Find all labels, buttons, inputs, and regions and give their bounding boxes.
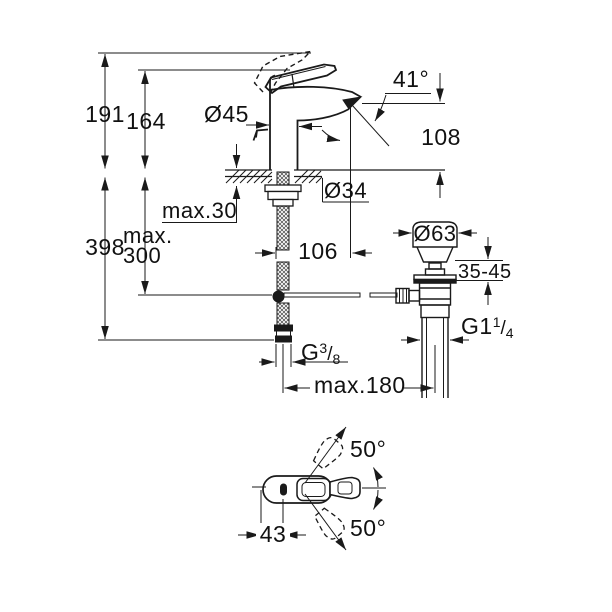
water-stream-line — [351, 104, 390, 147]
dim-supply-thread: G3/8 — [301, 339, 341, 367]
waste-thread-slash: / — [500, 318, 506, 339]
handle-rotated-up-dashed — [312, 437, 344, 470]
dimension-lines — [98, 52, 503, 551]
rod-ball-joint — [272, 290, 285, 303]
dim-hole-diameter: Ø34 — [324, 178, 368, 203]
faucet-lever-raised-dashed — [253, 50, 313, 95]
supply-thread-sup: 3 — [319, 340, 328, 356]
dim-overall-height: 191 — [85, 101, 125, 127]
faucet-aerator — [342, 96, 363, 110]
pop-up-rod — [272, 290, 398, 303]
handle-rotated-down-dashed — [313, 507, 345, 540]
faucet-spout-top — [269, 85, 362, 98]
faucet-spout-underside — [296, 108, 350, 170]
dim-hose-reach-line2: 300 — [123, 243, 162, 268]
supply-thread-base: G — [301, 339, 320, 365]
dim-hose-reach: max. 300 — [123, 223, 173, 268]
side-view-faucet — [252, 50, 363, 170]
dim-total-height: 398 — [85, 234, 125, 260]
dim-handle-swing-upper: 50° — [350, 436, 387, 462]
waste-thread-base: G1 — [461, 313, 493, 339]
top-view-faucet — [262, 437, 361, 540]
dim-spout-angle: 41° — [392, 66, 430, 92]
mounting-hardware — [264, 184, 302, 207]
dim-spout-projection: 106 — [298, 238, 338, 264]
dim-handle-offset: 43 — [256, 523, 290, 546]
hose-end-fitting — [274, 324, 293, 343]
dim-waste-flange-diameter: Ø63 — [413, 221, 457, 246]
dim-hose-reach-line1: max. — [123, 223, 173, 248]
dim-spout-height: 108 — [421, 124, 461, 150]
supply-thread-slash: / — [327, 344, 333, 365]
dim-deck-thickness: max.30 — [162, 198, 238, 223]
faucet-lever — [264, 63, 338, 95]
dim-waste-clamp-range: 35-45 — [458, 261, 512, 283]
temperature-limiter-hook — [252, 128, 269, 141]
dim-handle-swing-lower: 50° — [350, 515, 387, 541]
dim-body-diameter: Ø45 — [204, 101, 249, 127]
dim-body-height: 164 — [126, 108, 166, 134]
flow-direction-arrow — [321, 129, 341, 143]
waste-thread-sup: 1 — [492, 314, 501, 330]
cartridge-mark — [280, 483, 287, 496]
dim-waste-thread: G11/4 — [461, 313, 514, 341]
waste-thread-sub: 4 — [505, 325, 514, 341]
dim-max-reach: max.180 — [314, 372, 406, 398]
faucet-body-left-edge — [269, 74, 276, 170]
handle-arm — [329, 476, 361, 500]
supply-thread-sub: 8 — [332, 351, 341, 367]
deck-section — [225, 169, 445, 184]
